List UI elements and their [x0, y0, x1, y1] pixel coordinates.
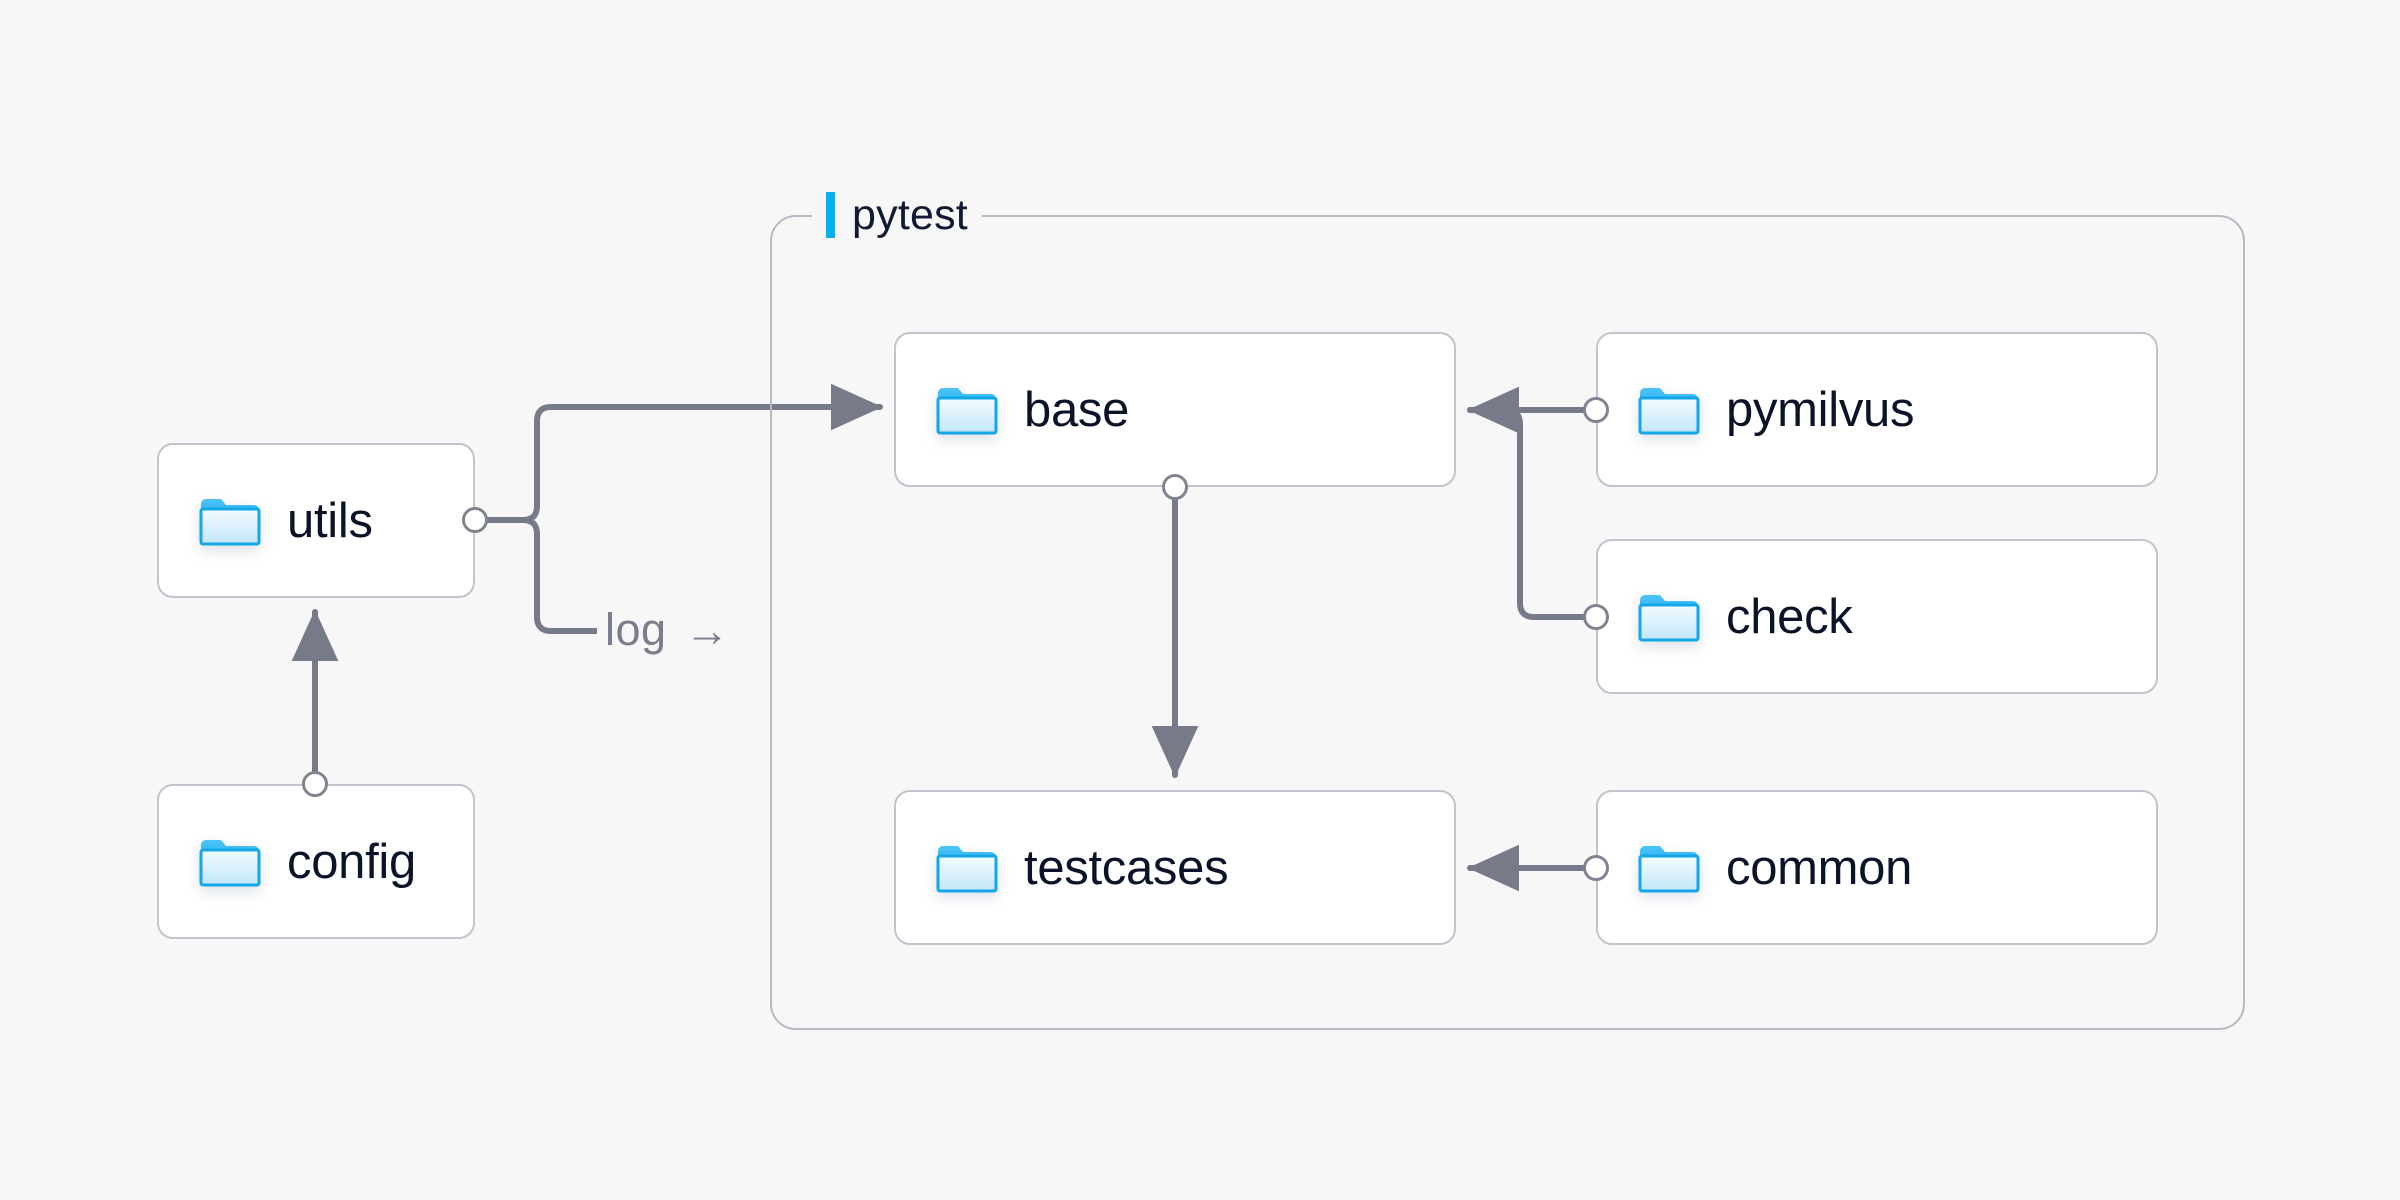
node-config-label: config: [287, 834, 416, 889]
folder-icon: [1638, 842, 1700, 894]
folder-icon: [1638, 591, 1700, 643]
node-testcases-content: testcases: [896, 840, 1229, 896]
node-common-content: common: [1598, 840, 1912, 896]
port-config-top[interactable]: [302, 771, 328, 797]
folder-icon: [199, 495, 261, 547]
port-pymilvus-left[interactable]: [1583, 397, 1609, 423]
node-base-label: base: [1024, 382, 1130, 437]
port-base-bottom[interactable]: [1162, 474, 1188, 500]
port-common-left[interactable]: [1583, 855, 1609, 881]
node-base[interactable]: base: [894, 332, 1456, 487]
node-config-content: config: [159, 834, 416, 890]
node-common[interactable]: common: [1596, 790, 2158, 945]
folder-icon: [199, 836, 261, 888]
group-pytest-label: pytest: [812, 185, 982, 245]
node-testcases[interactable]: testcases: [894, 790, 1456, 945]
node-check-content: check: [1598, 589, 1853, 645]
group-accent-bar: [826, 192, 835, 238]
port-utils-right[interactable]: [462, 507, 488, 533]
group-pytest-title: pytest: [852, 190, 968, 239]
node-utils-content: utils: [159, 493, 373, 549]
node-check-label: check: [1726, 589, 1853, 644]
folder-icon: [936, 842, 998, 894]
node-pymilvus-content: pymilvus: [1598, 382, 1915, 438]
edge-label-log: log →: [597, 604, 738, 656]
node-check[interactable]: check: [1596, 539, 2158, 694]
edge-utils-to-log: [485, 517, 600, 634]
arrow-right-icon: →: [684, 604, 730, 656]
node-common-label: common: [1726, 840, 1913, 895]
edge-label-log-text: log: [605, 604, 667, 655]
folder-icon: [936, 384, 998, 436]
node-pymilvus-label: pymilvus: [1726, 382, 1915, 437]
node-utils-label: utils: [287, 493, 373, 548]
node-utils[interactable]: utils: [157, 443, 475, 598]
port-check-left[interactable]: [1583, 604, 1609, 630]
folder-icon: [1638, 384, 1700, 436]
node-config[interactable]: config: [157, 784, 475, 939]
node-base-content: base: [896, 382, 1129, 438]
node-pymilvus[interactable]: pymilvus: [1596, 332, 2158, 487]
node-testcases-label: testcases: [1024, 840, 1229, 895]
group-pytest[interactable]: [770, 215, 2245, 1030]
